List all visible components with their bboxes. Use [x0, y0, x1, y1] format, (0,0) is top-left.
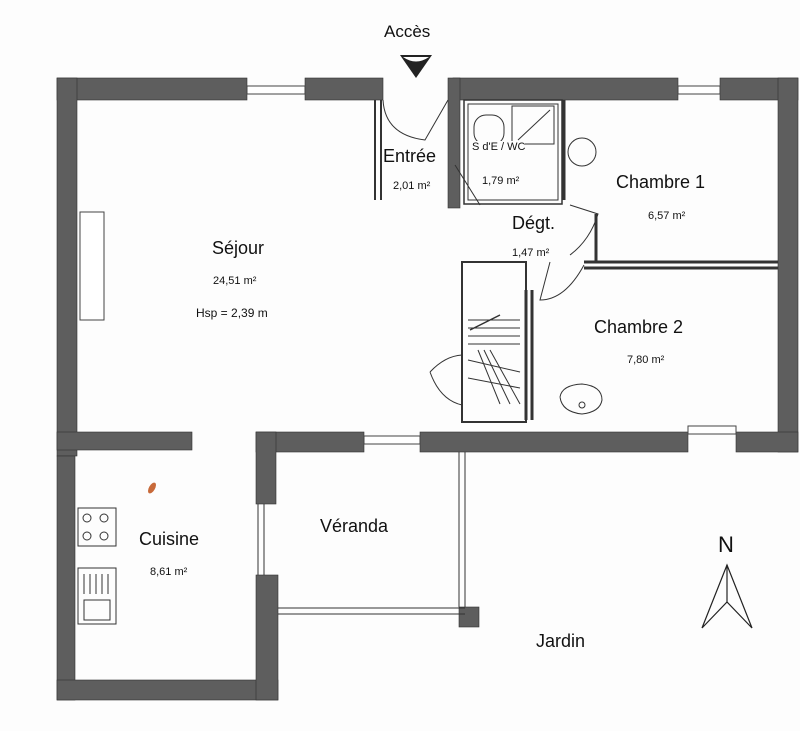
wall-veranda-left-lower	[255, 574, 279, 701]
access-arrow-icon	[400, 55, 432, 78]
wall-right	[777, 77, 799, 453]
door-chambre1	[569, 204, 599, 256]
shower	[511, 105, 555, 145]
room-area-entree: 2,01 m²	[393, 180, 431, 192]
room-name-entree: Entrée	[383, 146, 437, 166]
room-name-chambre2: Chambre 2	[594, 317, 684, 337]
room-area-sejour: 24,51 m²	[213, 275, 257, 287]
wall-top-right-a	[452, 77, 679, 101]
room-area-cuisine: 8,61 m²	[150, 566, 188, 578]
wall-sejour-cuisine	[56, 431, 193, 451]
wall-bottom	[56, 679, 279, 701]
garden-pillar	[458, 606, 480, 628]
room-area-chambre1: 6,57 m²	[648, 210, 686, 222]
room-name-jardin: Jardin	[536, 631, 586, 651]
north-arrow-icon	[701, 563, 753, 629]
room-name-cuisine: Cuisine	[139, 529, 200, 549]
wall-left-lower	[56, 455, 76, 701]
stairs	[467, 314, 521, 405]
wall-top-mid	[304, 77, 384, 101]
room-height-sejour: Hsp = 2,39 m	[196, 306, 268, 320]
room-name-veranda: Véranda	[320, 516, 389, 536]
door-entrance	[382, 99, 449, 141]
windows	[79, 85, 737, 445]
window-veranda-top	[363, 435, 421, 445]
room-area-degt: 1,47 m²	[512, 247, 550, 259]
room-name-sde: S d'E / WC	[472, 141, 526, 153]
room-name-degt: Dégt.	[512, 213, 556, 233]
door-sde	[454, 164, 481, 206]
door-chambre2	[539, 261, 585, 301]
compass-label: N	[718, 532, 734, 557]
room-name-sejour: Séjour	[212, 238, 265, 258]
door-stairs	[429, 354, 463, 406]
wall-top-left	[56, 77, 248, 101]
kitchen-sink	[77, 567, 117, 625]
partitions	[257, 99, 778, 615]
walls	[56, 77, 799, 701]
wall-veranda-left-upper	[255, 431, 277, 505]
stain-mark	[148, 482, 156, 494]
window-sejour-top	[246, 85, 306, 95]
room-area-chambre2: 7,80 m²	[627, 354, 665, 366]
wall-south-right-a	[419, 431, 689, 453]
room-area-sde: 1,79 m²	[482, 175, 520, 187]
window-sejour-left	[79, 211, 105, 321]
wall-interior-entrance	[447, 77, 461, 209]
wall-south-right-b	[735, 431, 799, 453]
window-chambre1-top	[677, 85, 721, 95]
washbasin	[567, 137, 597, 167]
wall-left-upper	[56, 77, 78, 457]
window-chambre2-bottom	[687, 425, 737, 435]
chambre2-basin	[559, 383, 603, 415]
room-name-chambre1: Chambre 1	[616, 172, 706, 192]
access-label: Accès	[384, 22, 431, 41]
doors	[382, 99, 599, 406]
stove	[77, 507, 117, 547]
